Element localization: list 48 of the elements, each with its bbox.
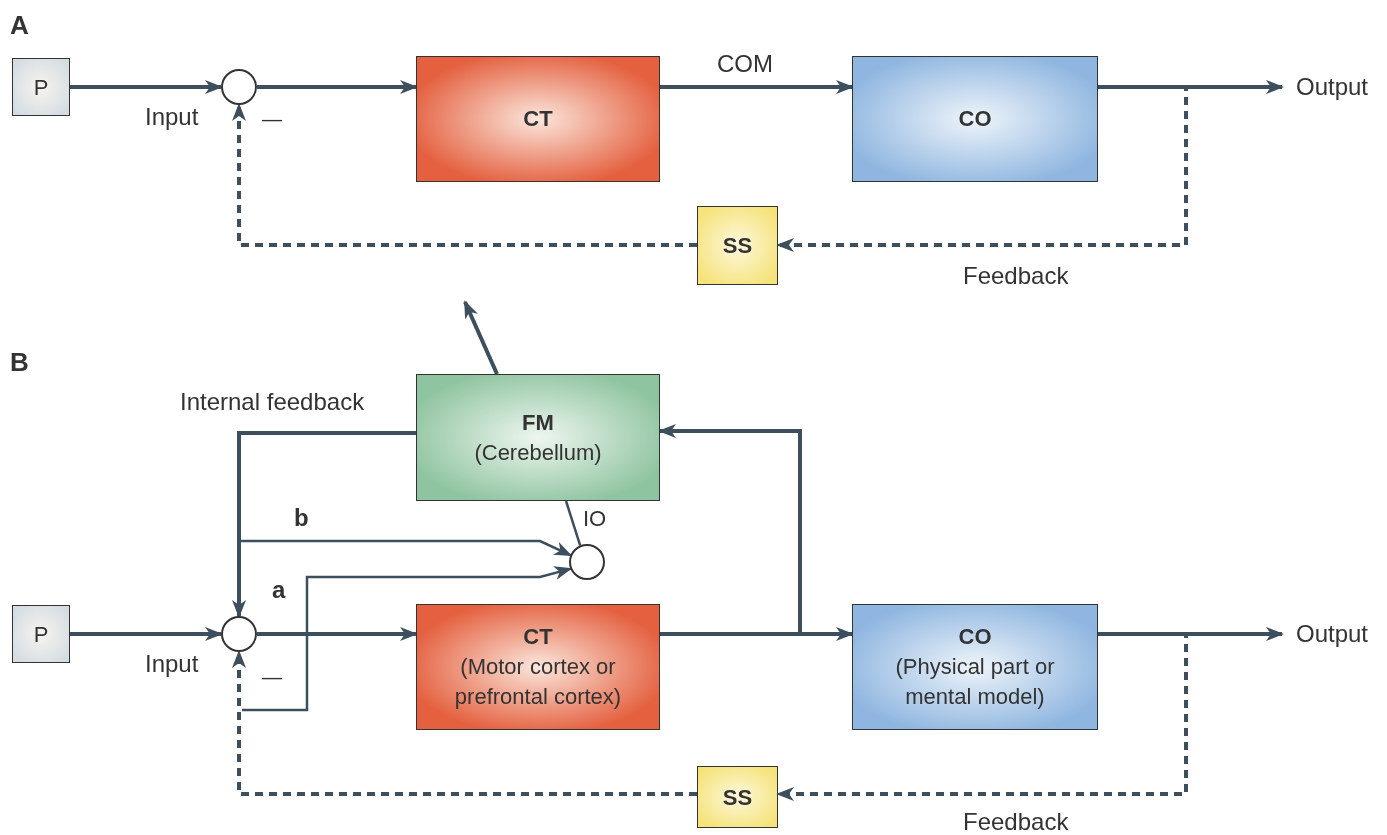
arrow <box>257 80 418 94</box>
node-title: CT <box>523 105 553 133</box>
arrow <box>1098 627 1284 641</box>
sensor-box <box>697 206 778 285</box>
node-title: CO <box>958 105 992 133</box>
feedback-arrow <box>232 103 697 247</box>
node-title: SS <box>722 783 753 812</box>
sensor-box <box>697 766 778 828</box>
controller-box <box>416 56 660 182</box>
edge-label: Input <box>145 649 199 679</box>
node-title: CO <box>958 623 992 651</box>
node-subtitle: (Physical part or mental model) <box>894 653 1056 711</box>
controlled-object-box <box>852 604 1098 730</box>
edge-label: a <box>272 575 286 605</box>
node-title: P <box>33 73 49 102</box>
edge-label: Input <box>145 102 199 132</box>
minus-sign: — <box>262 665 282 690</box>
node-title: FM <box>522 408 554 437</box>
edge-label: Feedback <box>963 261 1069 291</box>
process-box <box>12 605 70 663</box>
minus-sign: — <box>262 107 282 132</box>
controlled-object-box <box>852 56 1098 182</box>
arrow <box>660 80 854 94</box>
edge-label: COM <box>717 49 773 79</box>
edge-label: Internal feedback <box>180 387 365 417</box>
arrow <box>1098 80 1284 94</box>
node-subtitle: (Cerebellum) <box>474 438 602 467</box>
arrow <box>70 627 223 641</box>
node-title: Output <box>1295 72 1368 102</box>
arrow <box>257 627 418 641</box>
node-title: SS <box>722 232 753 260</box>
node-subtitle: (Motor cortex or prefrontal cortex) <box>453 653 623 711</box>
controller-box <box>416 604 660 730</box>
node-title: Output <box>1295 619 1368 649</box>
node-title: P <box>33 620 49 649</box>
process-box <box>12 58 70 116</box>
panel-letter: B <box>10 346 29 379</box>
forward-model-box <box>416 374 660 501</box>
arrow <box>463 300 499 375</box>
node-title: CT <box>523 623 553 651</box>
node-caption: IO <box>583 505 607 533</box>
feedback-arrow <box>232 650 697 796</box>
arrow <box>70 80 223 94</box>
arrow <box>232 431 416 618</box>
arrow <box>658 424 802 636</box>
edge-label: Feedback <box>963 807 1069 835</box>
panel-letter: A <box>10 9 29 42</box>
edge-label: b <box>294 503 309 533</box>
